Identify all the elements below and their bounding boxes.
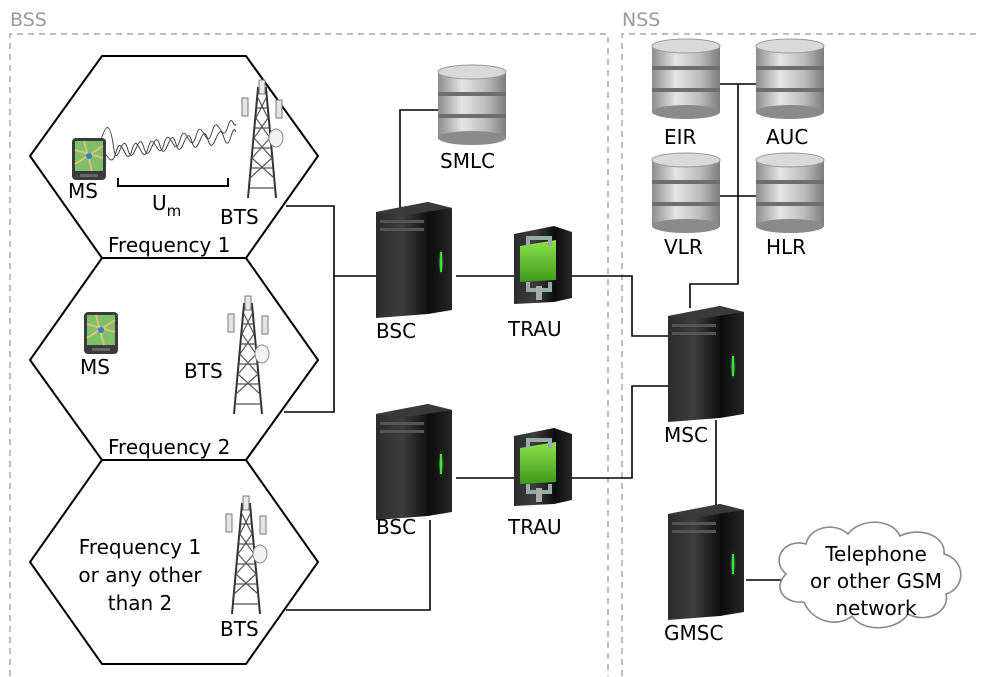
bss-region bbox=[9, 33, 609, 676]
external-network-cloud-icon bbox=[778, 521, 962, 629]
bss-label: BSS bbox=[10, 9, 47, 31]
cloud-line-1: Telephone bbox=[824, 542, 927, 566]
bsc-2-server-icon bbox=[376, 404, 452, 520]
trau-1-label: TRAU bbox=[507, 317, 562, 341]
cell-3-hexagon bbox=[28, 459, 320, 665]
cell-3-frequency-line-1: Frequency 1 bbox=[79, 535, 201, 559]
msc-server-icon bbox=[668, 306, 744, 422]
vlr-label: VLR bbox=[664, 235, 703, 259]
cloud-line-2: or other GSM bbox=[810, 569, 942, 593]
auc-label: AUC bbox=[766, 125, 808, 149]
msc-label: MSC bbox=[664, 423, 708, 447]
bts-2-tower-icon bbox=[227, 295, 270, 415]
eir-label: EIR bbox=[664, 125, 697, 149]
gmsc-label: GMSC bbox=[664, 621, 723, 645]
um-bracket bbox=[117, 178, 229, 187]
um-label: Um bbox=[152, 191, 181, 220]
bts-3-tower-icon bbox=[225, 495, 268, 615]
cell-2-ms-label: MS bbox=[80, 355, 110, 379]
cell-1-bts-label: BTS bbox=[220, 205, 259, 229]
um-radio-waves bbox=[97, 120, 237, 161]
trau-2-icon bbox=[512, 426, 574, 508]
cloud-line-3: network bbox=[835, 596, 917, 620]
cell-1-ms-label: MS bbox=[68, 179, 98, 203]
cell-3-frequency-line-3: than 2 bbox=[108, 591, 173, 615]
hlr-database-icon bbox=[755, 152, 825, 234]
cell-2-frequency-label: Frequency 2 bbox=[108, 435, 230, 459]
bsc-2-label: BSC bbox=[376, 515, 416, 539]
cell-2-bts-label: BTS bbox=[184, 359, 223, 383]
cell-3-frequency-line-2: or any other bbox=[78, 563, 202, 587]
mobile-station-1-icon bbox=[71, 137, 107, 181]
smlc-label: SMLC bbox=[440, 149, 495, 173]
nss-label: NSS bbox=[622, 9, 660, 31]
eir-database-icon bbox=[651, 38, 721, 120]
bsc-1-server-icon bbox=[376, 202, 452, 318]
mobile-station-2-icon bbox=[83, 311, 119, 355]
cell-1-frequency-label: Frequency 1 bbox=[108, 233, 230, 257]
trau-2-label: TRAU bbox=[507, 515, 562, 539]
connection-lines bbox=[284, 83, 782, 611]
gmsc-server-icon bbox=[668, 504, 744, 620]
hlr-label: HLR bbox=[766, 235, 806, 259]
auc-database-icon bbox=[755, 38, 825, 120]
nss-region bbox=[621, 33, 981, 676]
smlc-database-icon bbox=[437, 64, 507, 146]
cell-2-hexagon bbox=[28, 257, 320, 461]
bsc-1-label: BSC bbox=[376, 319, 416, 343]
trau-1-icon bbox=[512, 224, 574, 306]
vlr-database-icon bbox=[651, 152, 721, 234]
cell-3-bts-label: BTS bbox=[220, 617, 259, 641]
